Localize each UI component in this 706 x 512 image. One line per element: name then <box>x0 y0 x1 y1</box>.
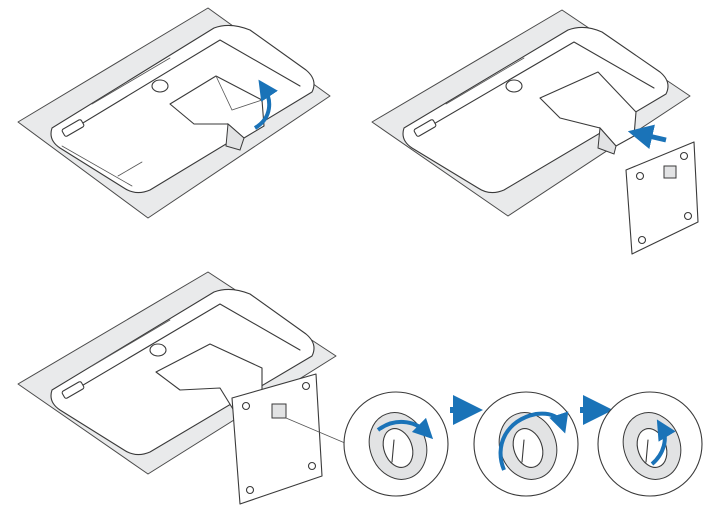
dell-logo-icon <box>505 79 523 93</box>
stand-base <box>231 373 323 505</box>
screw-step-2 <box>473 391 579 497</box>
step-2-panel <box>371 9 699 255</box>
screw-step-1 <box>343 391 449 497</box>
push-arrow-icon <box>627 124 667 149</box>
curved-arrow-icon <box>253 79 278 130</box>
port-panel <box>61 119 85 137</box>
screw-sequence <box>343 391 703 497</box>
port-panel <box>61 381 85 399</box>
stand-base <box>625 141 699 255</box>
step-3-panel <box>17 271 353 505</box>
dell-logo-icon <box>151 79 169 93</box>
computer-body <box>402 26 669 194</box>
dell-logo-icon <box>149 343 167 357</box>
clockwise-arrow-icon <box>498 411 569 471</box>
stand-arm <box>539 71 637 147</box>
curved-arrow-icon <box>650 419 676 466</box>
screw-step-3 <box>597 391 703 497</box>
port-panel <box>413 119 437 137</box>
stand-arm <box>169 75 265 139</box>
thumbscrew <box>271 403 287 419</box>
thumbscrew <box>663 165 677 179</box>
clockwise-arrow-icon <box>376 417 434 440</box>
step-1-panel <box>17 7 331 219</box>
